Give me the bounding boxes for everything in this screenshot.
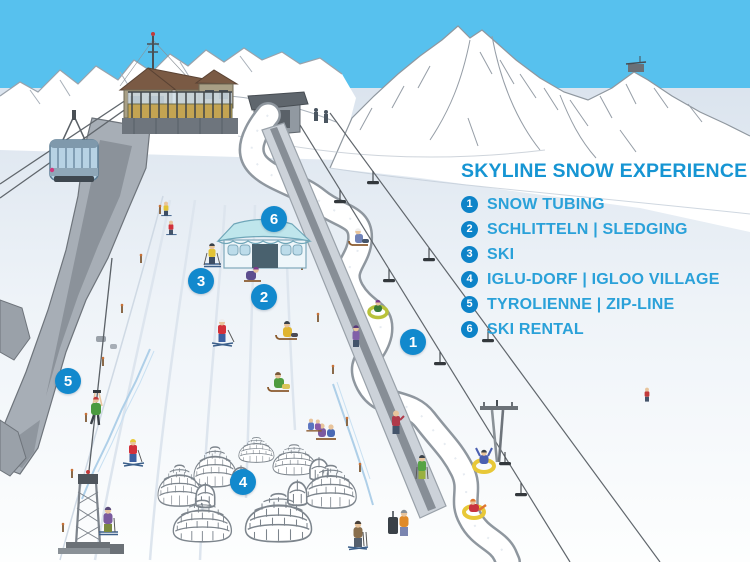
- rock-cliffs: [0, 117, 151, 477]
- legend-label-zip-line: TYROLIENNE | ZIP-LINE: [487, 295, 675, 313]
- legend-title: SKYLINE SNOW EXPERIENCE: [461, 160, 748, 182]
- legend-num-5: 5: [461, 296, 478, 313]
- legend-item-sledging: 2 SCHLITTELN | SLEDGING: [461, 217, 747, 242]
- skier-figure: [99, 506, 118, 536]
- tiny-people-terrace: [314, 108, 328, 123]
- sledger-figure: [348, 228, 369, 246]
- zipline-rider-figure: [89, 390, 103, 426]
- map-marker-ski-rental: 6: [261, 206, 287, 232]
- tuber-figure: [462, 498, 487, 520]
- lift-cables: [299, 112, 661, 562]
- legend-num-4: 4: [461, 271, 478, 288]
- zipline-tower-icon: [58, 470, 124, 554]
- map-marker-snow-tubing: 1: [400, 329, 426, 355]
- legend-label-sledging: SCHLITTELN | SLEDGING: [487, 220, 688, 238]
- skier-figure: [644, 387, 650, 402]
- skier-figure: [122, 439, 145, 467]
- map-marker-igloo-village: 4: [230, 469, 256, 495]
- carpet-rider-figure: [352, 325, 360, 347]
- legend-num-1: 1: [461, 196, 478, 213]
- summit-hut-icon: [625, 56, 647, 72]
- map-marker-zip-line: 5: [55, 368, 81, 394]
- legend-item-snow-tubing: 1 SNOW TUBING: [461, 192, 747, 217]
- tuber-figure: [367, 299, 389, 320]
- sledger-figure: [306, 418, 322, 432]
- legend-item-zip-line: 5 TYROLIENNE | ZIP-LINE: [461, 292, 747, 317]
- zip-line: [58, 257, 124, 554]
- walker-figure: [388, 509, 409, 536]
- sledger-figure: [244, 266, 261, 282]
- legend-num-2: 2: [461, 221, 478, 238]
- skier-figure: [211, 319, 235, 347]
- legend: SKYLINE SNOW EXPERIENCE 1 SNOW TUBING 2 …: [461, 160, 747, 342]
- people: [99, 201, 650, 551]
- legend-num-6: 6: [461, 321, 478, 338]
- legend-label-snow-tubing: SNOW TUBING: [487, 195, 605, 213]
- skier-figure: [166, 220, 177, 236]
- skier-figure: [161, 201, 172, 217]
- legend-item-igloo-village: 4 IGLU-DORF | IGLOO VILLAGE: [461, 267, 747, 292]
- carpet-rider-figure: [415, 455, 429, 480]
- legend-num-3: 3: [461, 246, 478, 263]
- map-marker-sledging: 2: [251, 284, 277, 310]
- gondola-cabin-icon: [49, 110, 99, 182]
- cable-car: [0, 99, 131, 199]
- summit-station-buildings: [118, 32, 328, 134]
- legend-label-ski: SKI: [487, 245, 515, 263]
- tuber-figure: [472, 447, 496, 474]
- legend-item-ski-rental: 6 SKI RENTAL: [461, 317, 747, 342]
- map-marker-ski: 3: [188, 268, 214, 294]
- sledger-figure: [275, 321, 298, 340]
- skier-figure: [203, 243, 221, 268]
- ski-rental-tent: [216, 218, 312, 269]
- legend-label-ski-rental: SKI RENTAL: [487, 320, 584, 338]
- lift-pylon-icon: [480, 400, 518, 463]
- legend-item-ski: 3 SKI: [461, 242, 747, 267]
- skier-figure: [392, 410, 405, 434]
- legend-label-igloo-village: IGLU-DORF | IGLOO VILLAGE: [487, 270, 720, 288]
- sledger-figure: [267, 372, 290, 392]
- slope-left-edge: [59, 195, 164, 561]
- skier-figure: [347, 520, 369, 551]
